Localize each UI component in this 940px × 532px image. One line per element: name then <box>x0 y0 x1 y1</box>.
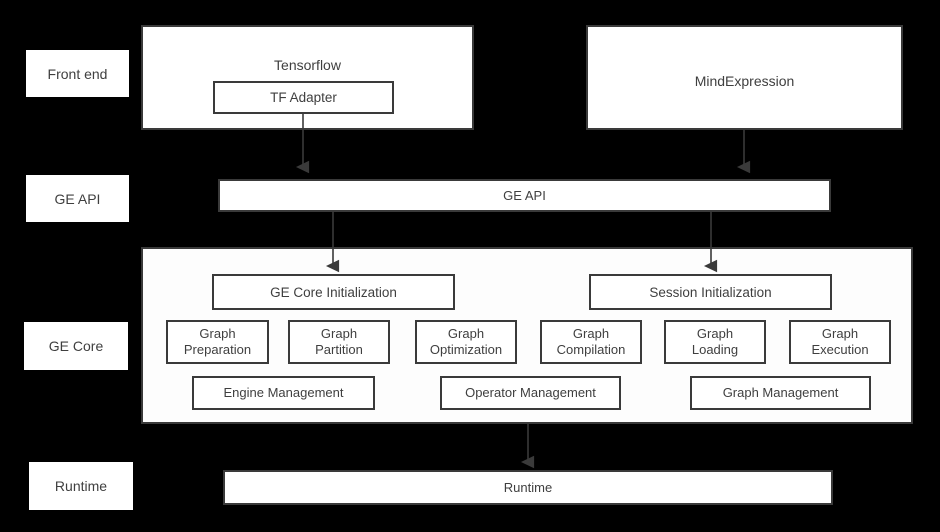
tensorflow-container: Tensorflow <box>141 25 474 130</box>
graph-optimization-label: Graph Optimization <box>429 326 503 357</box>
tf-adapter-label: TF Adapter <box>270 89 337 105</box>
stage-label-front-end-text: Front end <box>47 65 108 82</box>
graph-optimization-box[interactable]: Graph Optimization <box>415 320 517 364</box>
engine-management-box[interactable]: Engine Management <box>192 376 375 410</box>
stage-label-runtime-text: Runtime <box>54 478 108 494</box>
stage-label-runtime: Runtime <box>29 462 133 510</box>
stage-label-ge-core-text: GE Core <box>48 338 104 354</box>
tensorflow-label: Tensorflow <box>274 57 341 73</box>
graph-partition-box[interactable]: Graph Partition <box>288 320 390 364</box>
graph-management-label: Graph Management <box>722 385 839 401</box>
graph-partition-label: Graph Partition <box>315 326 363 357</box>
engine-management-label: Engine Management <box>223 385 344 401</box>
graph-management-box[interactable]: Graph Management <box>690 376 871 410</box>
ge-core-initialization-box[interactable]: GE Core Initialization <box>212 274 455 310</box>
session-initialization-box[interactable]: Session Initialization <box>589 274 832 310</box>
operator-management-box[interactable]: Operator Management <box>440 376 621 410</box>
stage-label-ge-api: GE API <box>26 175 129 222</box>
graph-preparation-label: Graph Preparation <box>183 326 252 357</box>
mindexpression-label: MindExpression <box>694 73 795 89</box>
graph-execution-label: Graph Execution <box>811 326 869 357</box>
graph-preparation-box[interactable]: Graph Preparation <box>166 320 269 364</box>
ge-core-initialization-label: GE Core Initialization <box>270 284 397 300</box>
ge-api-bar-label: GE API <box>503 188 546 203</box>
operator-management-label: Operator Management <box>465 385 596 401</box>
stage-label-ge-api-text: GE API <box>54 190 101 207</box>
tf-adapter-box[interactable]: TF Adapter <box>213 81 394 114</box>
graph-compilation-box[interactable]: Graph Compilation <box>540 320 642 364</box>
runtime-bar-label: Runtime <box>503 480 553 495</box>
graph-loading-label: Graph Loading <box>691 326 739 357</box>
stage-label-ge-core: GE Core <box>24 322 128 370</box>
graph-compilation-label: Graph Compilation <box>556 326 626 357</box>
ge-api-bar[interactable]: GE API <box>218 179 831 212</box>
session-initialization-label: Session Initialization <box>649 284 772 300</box>
graph-execution-box[interactable]: Graph Execution <box>789 320 891 364</box>
graph-loading-box[interactable]: Graph Loading <box>664 320 766 364</box>
stage-label-front-end: Front end <box>26 50 129 97</box>
runtime-bar[interactable]: Runtime <box>223 470 833 505</box>
mindexpression-container: MindExpression <box>586 25 903 130</box>
